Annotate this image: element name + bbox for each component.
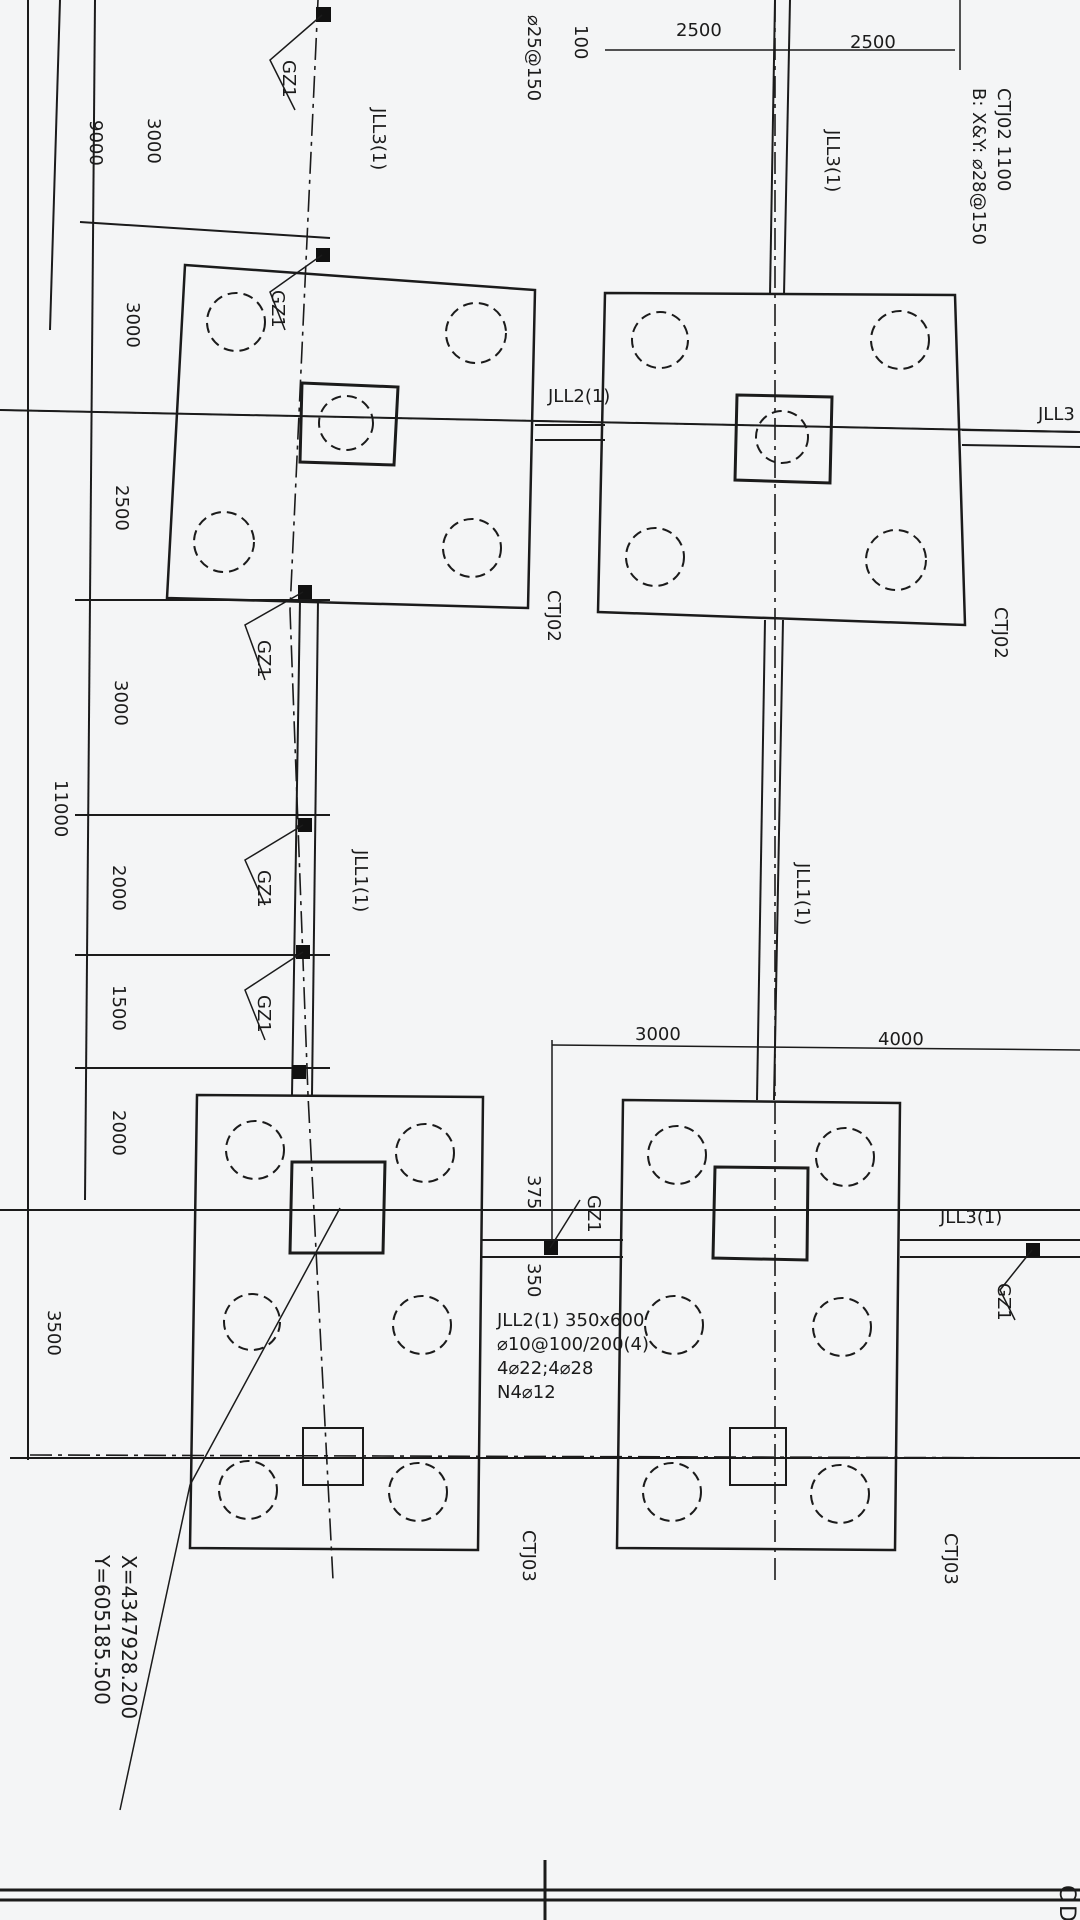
- label-top-left-rebar: ⌀25@150: [523, 15, 544, 101]
- dim-3000-c: 3000: [110, 680, 131, 726]
- dim-1500: 1500: [108, 985, 129, 1031]
- label-gz1-7: GZ1: [993, 1283, 1014, 1321]
- dimension-texts: 3000 3000 2500 3000 2000 1500 2000 9000 …: [43, 20, 924, 1356]
- dim-11000: 11000: [50, 780, 71, 837]
- label-ctj03-right: CTJ03: [940, 1533, 961, 1585]
- pile-circles: [193, 292, 930, 1524]
- label-top-left-100: 100: [570, 25, 591, 59]
- cap-outlines: [165, 263, 967, 1552]
- dim-3000-a: 3000: [143, 118, 164, 164]
- beam-note-line2: ⌀10@100/200(4): [497, 1334, 649, 1355]
- beam-note-line4: N4⌀12: [497, 1382, 556, 1403]
- dim-350: 350: [523, 1263, 544, 1297]
- label-ctj02-left: CTJ02: [543, 590, 564, 642]
- label-jll3-lower: JLL3(1): [939, 1207, 1002, 1228]
- dim-top-2500-a: 2500: [676, 20, 722, 41]
- grid-axes: [0, 0, 1080, 1581]
- label-gz1-2: GZ1: [267, 290, 288, 328]
- cap-note: CTJ02 1100 B: X&Y: ⌀28@150: [968, 88, 1014, 245]
- label-ctj02-right: CTJ02: [990, 607, 1011, 659]
- label-jll2-mid: JLL2(1): [547, 386, 610, 407]
- gz1-markers: [292, 7, 1040, 1257]
- dim-2000-a: 2000: [108, 865, 129, 911]
- cap-note-line2: B: X&Y: ⌀28@150: [968, 88, 989, 245]
- coord-y: Y=605185.500: [90, 1554, 114, 1705]
- title-block-edge: [0, 1860, 1080, 1920]
- dim-2500: 2500: [111, 485, 132, 531]
- beam-note: JLL2(1) 350x600 ⌀10@100/200(4) 4⌀22;4⌀28…: [496, 1310, 649, 1403]
- labels: 100 ⌀25@150 GZ1 GZ1 GZ1 GZ1 GZ1 GZ1 GZ1 …: [253, 15, 1075, 1585]
- label-gz1-4: GZ1: [253, 870, 274, 908]
- dim-top-2500-b: 2500: [850, 32, 896, 53]
- beam-note-line1: JLL2(1) 350x600: [496, 1310, 644, 1331]
- label-jll3-right-edge: JLL3: [1037, 404, 1075, 425]
- label-gz1-5: GZ1: [253, 995, 274, 1033]
- dim-2000-b: 2000: [108, 1110, 129, 1156]
- label-jll3-top-right: JLL3(1): [822, 129, 843, 192]
- column-boxes: [288, 381, 834, 1262]
- label-gz1-1: GZ1: [278, 60, 299, 98]
- dimension-ticks: [75, 221, 331, 1069]
- dim-mid-3000: 3000: [635, 1024, 681, 1045]
- edge-glyph-c: C: [1054, 1885, 1079, 1900]
- dim-3500: 3500: [43, 1310, 64, 1356]
- label-gz1-6: GZ1: [583, 1195, 604, 1233]
- beams: [291, 0, 1080, 1258]
- dim-lines-secondary: [551, 0, 1080, 1240]
- label-jll3-top: JLL3(1): [368, 107, 389, 170]
- dim-3000-b: 3000: [122, 302, 143, 348]
- dim-375: 375: [523, 1175, 544, 1209]
- dim-9000: 9000: [85, 120, 106, 166]
- label-jll1-left: JLL1(1): [350, 849, 371, 912]
- edge-glyph-d: D: [1054, 1905, 1079, 1920]
- dim-mid-4000: 4000: [878, 1029, 924, 1050]
- leader-lines: [119, 14, 1033, 1811]
- coord-x: X=4347928.200: [117, 1555, 141, 1719]
- coordinate-label: X=4347928.200 Y=605185.500: [90, 1554, 141, 1719]
- cap-note-line1: CTJ02 1100: [993, 88, 1014, 191]
- label-jll1-right: JLL1(1): [792, 862, 813, 925]
- label-gz1-3: GZ1: [253, 640, 274, 678]
- label-ctj03-left: CTJ03: [518, 1530, 539, 1582]
- beam-note-line3: 4⌀22;4⌀28: [497, 1358, 593, 1379]
